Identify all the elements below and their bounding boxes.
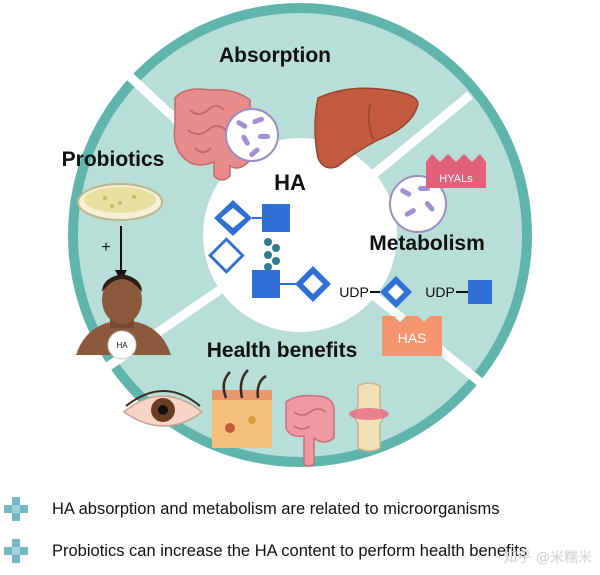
- udp-label-1: UDP: [339, 284, 369, 300]
- molecule-bullet-icon: [4, 497, 28, 521]
- skin-icon: [212, 369, 272, 448]
- watermark: 知乎 @米糯米: [503, 550, 592, 566]
- eye-icon: [122, 390, 204, 427]
- molecule-bullet-icon: [4, 539, 28, 563]
- udp-diamond-inner: [388, 284, 404, 300]
- hyals-badge: [426, 154, 486, 188]
- person-icon: [76, 274, 171, 360]
- bacteria-icon: [225, 108, 279, 162]
- bullet-item: Probiotics can increase the HA content t…: [0, 534, 600, 568]
- plus-sign: +: [101, 239, 110, 256]
- hyals-label: HYALs: [439, 173, 473, 185]
- ha-center-label: HA: [274, 170, 306, 195]
- center-circle: [203, 138, 397, 332]
- absorption-label: Absorption: [219, 44, 331, 67]
- gut-icon: [285, 394, 335, 467]
- bullet-item: HA absorption and metabolism are related…: [0, 492, 600, 526]
- probiotics-label: Probiotics: [62, 148, 165, 171]
- petri-dish-icon: [77, 183, 163, 221]
- has-badge: [382, 316, 442, 356]
- ha-molecule: [208, 200, 331, 302]
- has-label: HAS: [398, 330, 427, 346]
- metabolism-bacteria-icon: [389, 175, 447, 233]
- intestine-icon: [173, 88, 251, 181]
- bullet-text-2: Probiotics can increase the HA content t…: [52, 541, 528, 560]
- neck-ha-badge: HA: [116, 341, 128, 350]
- udp-square: [468, 280, 492, 304]
- bullet-text-1: HA absorption and metabolism are related…: [52, 499, 500, 518]
- joint-icon: [349, 382, 389, 452]
- health-benefits-label: Health benefits: [207, 339, 358, 362]
- ha-diagram: Absorption Probiotics Metabolism Health …: [62, 3, 532, 467]
- metabolism-label: Metabolism: [369, 232, 485, 255]
- liver-icon: [314, 87, 419, 169]
- udp-label-2: UDP: [425, 284, 455, 300]
